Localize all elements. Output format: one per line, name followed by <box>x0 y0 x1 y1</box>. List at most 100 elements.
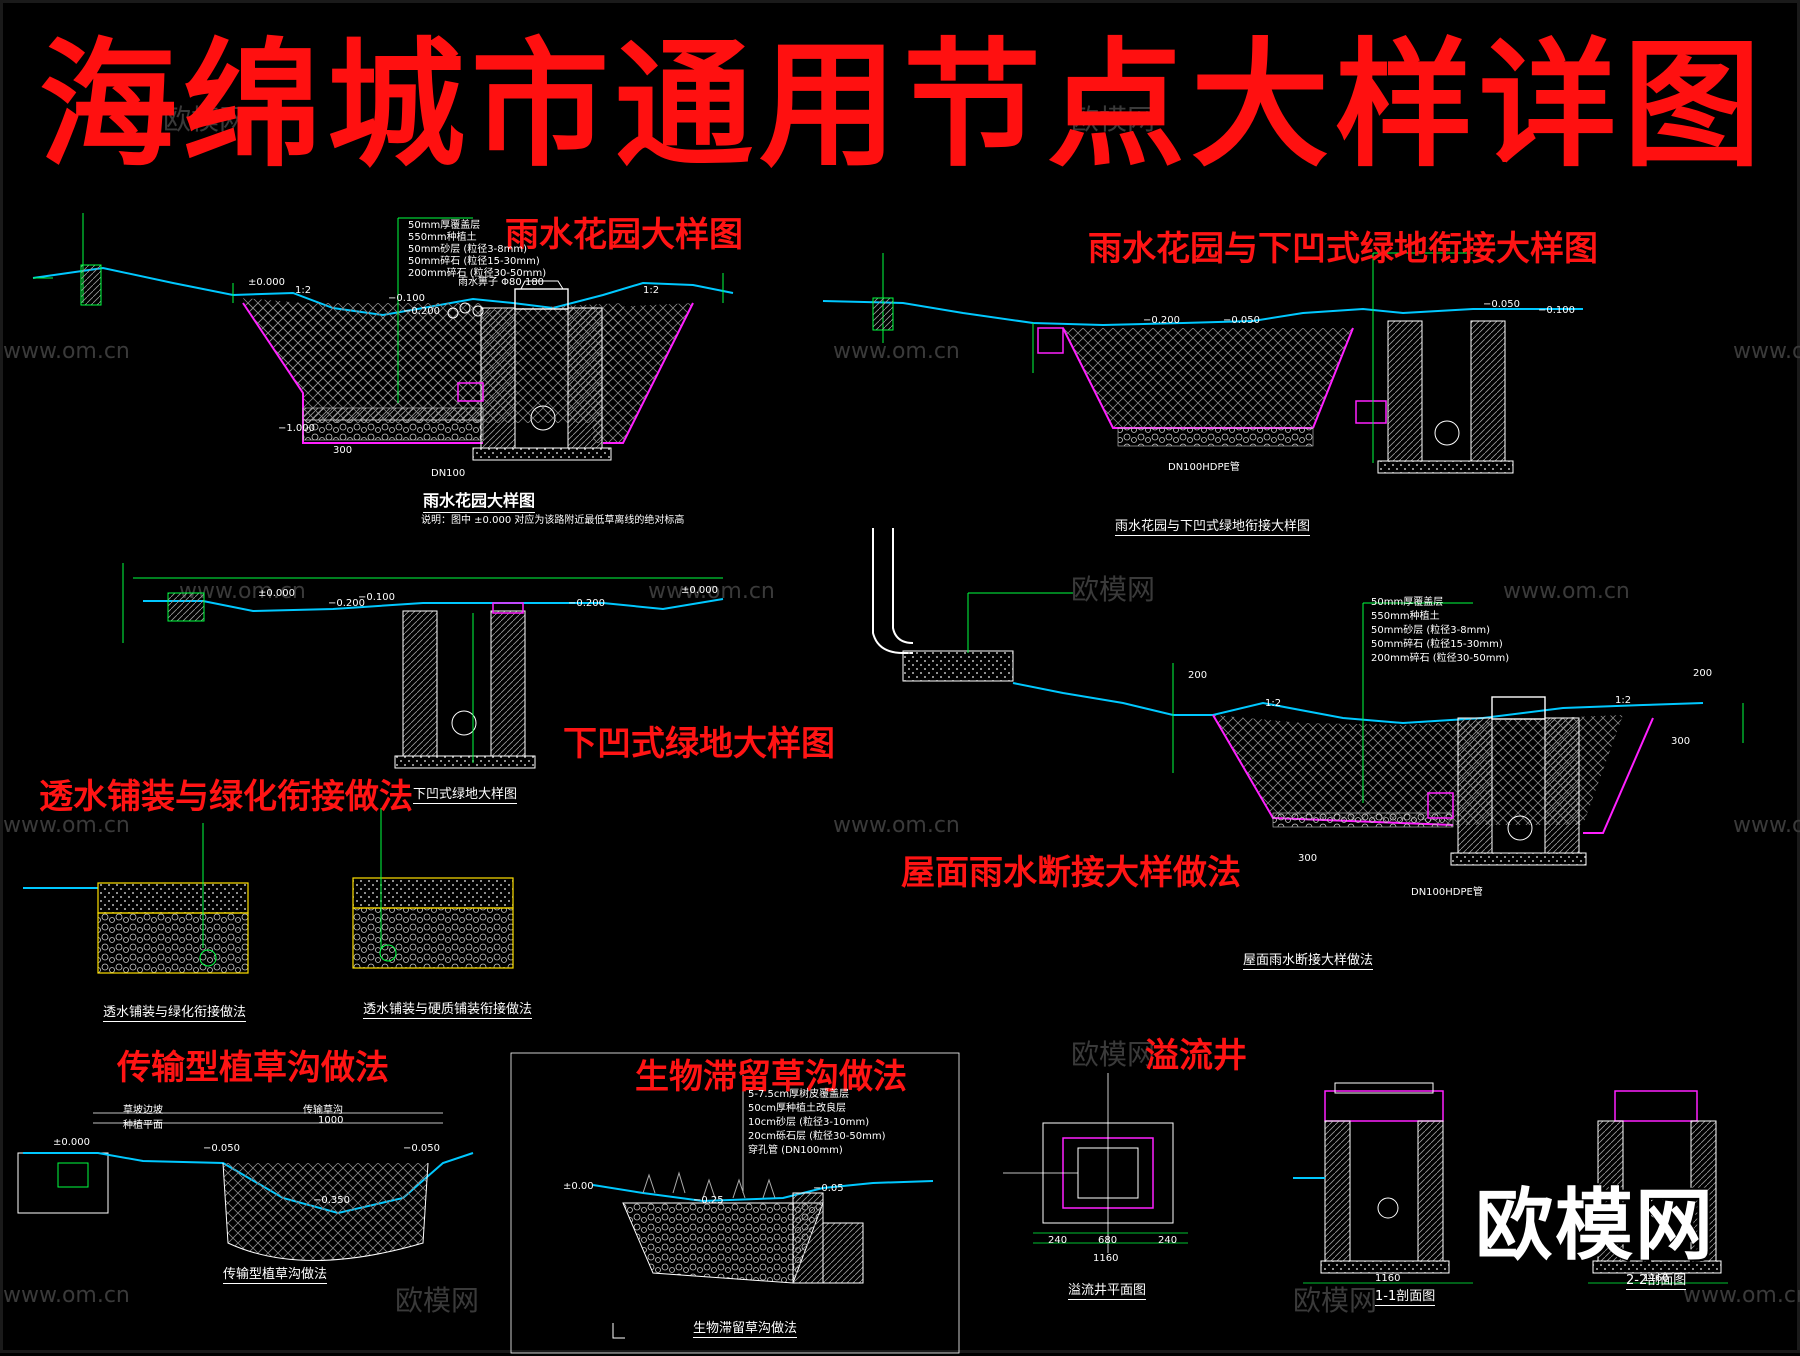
overflow-well-drawing <box>1003 1073 1728 1284</box>
dim-label: 300 <box>1298 853 1318 864</box>
dim-label: 1160 <box>1093 1253 1119 1264</box>
cad-drawings <box>17 213 1744 1354</box>
dim-label: 240 <box>1048 1235 1068 1246</box>
watermark-url: www.om.cn <box>648 579 775 604</box>
swale-label: 传输草沟 <box>303 1105 343 1116</box>
elev-label: ±0.000 <box>248 277 286 288</box>
layer-label: 50mm碎石 (粒径15-30mm) <box>408 256 540 267</box>
caption-section-22: 2-2剖面图 <box>1626 1269 1687 1290</box>
watermark-url: www.om.cn <box>3 813 130 838</box>
layer-label: 550mm种植土 <box>1371 611 1440 622</box>
watermark-url: www.om.cn <box>833 813 960 838</box>
layer-label: 550mm种植土 <box>408 232 477 243</box>
caption-paving-green: 透水铺装与绿化衔接做法 <box>103 1001 247 1022</box>
section-title-bio-swale: 生物滞留草沟做法 <box>635 1057 907 1097</box>
dim-label: 1160 <box>1375 1273 1401 1284</box>
caption-rain-garden-note: 说明：图中 ±0.000 对应为该路附近最低草离线的绝对标高 <box>421 515 685 526</box>
elev-label: ±0.000 <box>258 588 296 599</box>
elev-label: −0.25 <box>693 1195 724 1206</box>
watermark-url: www.om.cn <box>833 339 960 364</box>
section-title-permeable-paving: 透水铺装与绿化衔接做法 <box>39 777 413 817</box>
watermark-cn: 欧模网 <box>1071 573 1156 606</box>
caption-transmission: 传输型植草沟做法 <box>223 1263 328 1284</box>
slope-label: 1:2 <box>1615 695 1632 706</box>
elev-label: −0.100 <box>1538 305 1576 316</box>
dim-label: 300 <box>333 445 353 456</box>
watermark-cn: 欧模网 <box>1071 1038 1156 1071</box>
caption-bio: 生物滞留草沟做法 <box>693 1317 798 1338</box>
dim-label: 200 <box>1188 670 1208 681</box>
elev-label: −0.05 <box>813 1183 844 1194</box>
bio-swale-drawing <box>510 1052 960 1354</box>
slope-label: 1:2 <box>295 285 312 296</box>
pipe-label: DN100HDPE管 <box>1168 462 1240 473</box>
layer-label: 50mm厚覆盖层 <box>1371 597 1444 608</box>
caption-sunken-green: 下凹式绿地大样图 <box>413 783 518 804</box>
dim-label: 680 <box>1098 1235 1118 1246</box>
watermark-url: www.om.cn <box>3 339 130 364</box>
caption-roof: 屋面雨水断接大样做法 <box>1243 949 1374 970</box>
elev-label: −0.200 <box>328 598 366 609</box>
layer-label: 50mm厚覆盖层 <box>408 220 481 231</box>
section-title-roof-rainwater: 屋面雨水断接大样做法 <box>901 853 1241 893</box>
watermark-url: www.om.cn <box>3 1283 130 1308</box>
elev-label: ±0.000 <box>681 585 719 596</box>
watermark-cn: 欧模网 <box>163 103 248 136</box>
watermark-url: www.om.cn <box>1503 579 1630 604</box>
layer-label: 200mm碎石 (粒径30-50mm) <box>1371 653 1510 664</box>
elev-label: −0.200 <box>1143 315 1181 326</box>
swale-label: 种植平面 <box>123 1120 163 1131</box>
elev-label: ±0.000 <box>53 1137 91 1148</box>
bio-layer-label: 5-7.5cm厚树皮覆盖层 <box>748 1089 850 1100</box>
elev-label: ±0.00 <box>563 1181 594 1192</box>
dim-label: 1160 <box>1643 1273 1669 1284</box>
dim-label: 240 <box>1158 1235 1178 1246</box>
elev-label: −0.050 <box>403 1143 441 1154</box>
dim-label: 200 <box>1693 668 1713 679</box>
pipe-label: DN100HDPE管 <box>1411 887 1483 898</box>
elev-label: −0.100 <box>358 592 396 603</box>
watermark-cn: 欧模网 <box>1071 103 1156 136</box>
rain-garden-drawing <box>32 213 734 461</box>
permeable-paving-drawing <box>23 808 514 974</box>
section-title-sunken-green: 下凹式绿地大样图 <box>563 724 835 764</box>
bio-layer-label: 穿孔管 (DN100mm) <box>748 1145 843 1156</box>
swale-label: 草坡边坡 <box>123 1105 163 1116</box>
slope-label: 1:2 <box>1265 698 1282 709</box>
elev-label: −0.050 <box>1483 299 1521 310</box>
dim-label: 300 <box>1671 736 1691 747</box>
watermark-url: www.om.cn <box>1733 339 1800 364</box>
elev-label: −0.350 <box>313 1195 351 1206</box>
sunken-green-drawing <box>122 563 724 769</box>
elev-label: −0.200 <box>403 306 441 317</box>
layer-label: 200mm碎石 (粒径30-50mm) <box>408 268 547 279</box>
bio-layer-label: 10cm砂层 (粒径3-10mm) <box>748 1117 870 1128</box>
elev-label: −0.200 <box>568 598 606 609</box>
transmission-swale-drawing <box>17 1112 474 1261</box>
rain-garden-sunken-drawing <box>822 252 1583 474</box>
watermark-url: www.om.cn <box>1683 1283 1800 1308</box>
brand-watermark: 欧模网 <box>1475 1181 1716 1271</box>
elev-label: −1.000 <box>278 423 316 434</box>
elev-label: −0.050 <box>1223 315 1261 326</box>
pipe-label: DN100 <box>431 468 466 479</box>
watermark-cn: 欧模网 <box>1293 1284 1378 1317</box>
bio-layer-label: 20cm砾石层 (粒径30-50mm) <box>748 1131 886 1142</box>
caption-rain-garden: 雨水花园大样图 <box>423 487 536 513</box>
elev-label: −0.050 <box>203 1143 241 1154</box>
section-title-rain-garden: 雨水花园大样图 <box>505 215 743 255</box>
slope-label: 1:2 <box>643 285 660 296</box>
dim-label: 1000 <box>318 1115 344 1126</box>
bio-layer-label: 50cm厚种植土改良层 <box>748 1103 846 1114</box>
caption-rain-garden-sunken: 雨水花园与下凹式绿地衔接大样图 <box>1115 515 1311 536</box>
grate-label: 雨水箅子 Φ80 180 <box>458 277 545 288</box>
section-title-overflow-well: 溢流井 <box>1145 1036 1247 1076</box>
page-title: 海绵城市通用节点大样详图 <box>38 25 1767 186</box>
elev-label: −0.100 <box>388 293 426 304</box>
caption-section-11: 1-1剖面图 <box>1375 1285 1436 1306</box>
caption-paving-hard: 透水铺装与硬质铺装衔接做法 <box>363 998 533 1019</box>
watermark-cn: 欧模网 <box>395 1284 480 1317</box>
layer-label: 50mm砂层 (粒径3-8mm) <box>1371 625 1491 636</box>
layer-label: 50mm砂层 (粒径3-8mm) <box>408 244 528 255</box>
